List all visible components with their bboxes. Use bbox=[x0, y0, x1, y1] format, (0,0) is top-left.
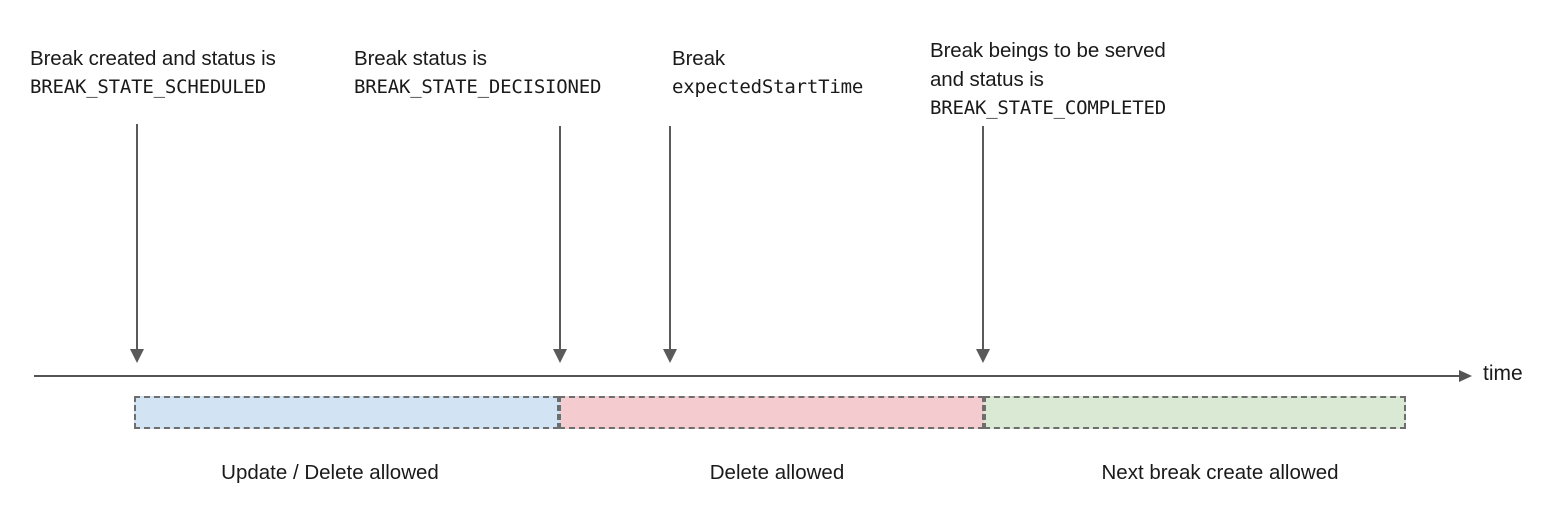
axis-line bbox=[34, 375, 1460, 377]
annotation-line-1: Break status is bbox=[354, 47, 487, 70]
arrow-shaft bbox=[559, 126, 561, 350]
arrow-shaft bbox=[982, 126, 984, 350]
time-axis-label: time bbox=[1483, 362, 1523, 385]
annotation-line-2: BREAK_STATE_SCHEDULED bbox=[30, 76, 267, 98]
annotation-line-1: Break bbox=[672, 47, 726, 70]
annotation-line-2: and status is bbox=[930, 68, 1044, 91]
pointer-arrow-break-completed bbox=[976, 126, 990, 363]
caption-delete-allowed: Delete allowed bbox=[709, 461, 845, 484]
axis-arrow-head-icon bbox=[1459, 370, 1472, 382]
annotation-line-1: Break beings to be served bbox=[930, 39, 1166, 62]
arrow-head-icon bbox=[130, 349, 144, 363]
annotation-line-3: BREAK_STATE_COMPLETED bbox=[930, 97, 1167, 119]
arrow-head-icon bbox=[663, 349, 677, 363]
arrow-shaft bbox=[136, 124, 138, 350]
segment-next-break-create-allowed bbox=[984, 396, 1406, 429]
pointer-arrow-break-decisioned bbox=[553, 126, 567, 363]
segment-update-delete-allowed bbox=[134, 396, 559, 429]
segment-delete-allowed bbox=[559, 396, 984, 429]
annotation-line-2: BREAK_STATE_DECISIONED bbox=[354, 76, 602, 98]
time-axis bbox=[34, 370, 1472, 382]
arrow-shaft bbox=[669, 126, 671, 350]
annotation-line-1: Break created and status is bbox=[30, 47, 276, 70]
annotation-line-2: expectedStartTime bbox=[672, 76, 864, 98]
caption-update-delete-allowed: Update / Delete allowed bbox=[221, 461, 439, 484]
annotation-break-decisioned: Break status is BREAK_STATE_DECISIONED bbox=[354, 44, 601, 102]
annotation-break-completed: Break beings to be served and status is … bbox=[930, 36, 1166, 123]
pointer-arrow-break-created bbox=[130, 124, 144, 363]
annotation-break-expected-start-time: Break expectedStartTime bbox=[672, 44, 863, 102]
arrow-head-icon bbox=[976, 349, 990, 363]
caption-next-break-create-allowed: Next break create allowed bbox=[1101, 461, 1339, 484]
annotation-break-created: Break created and status is BREAK_STATE_… bbox=[30, 44, 276, 102]
arrow-head-icon bbox=[553, 349, 567, 363]
pointer-arrow-break-expected-start-time bbox=[663, 126, 677, 363]
